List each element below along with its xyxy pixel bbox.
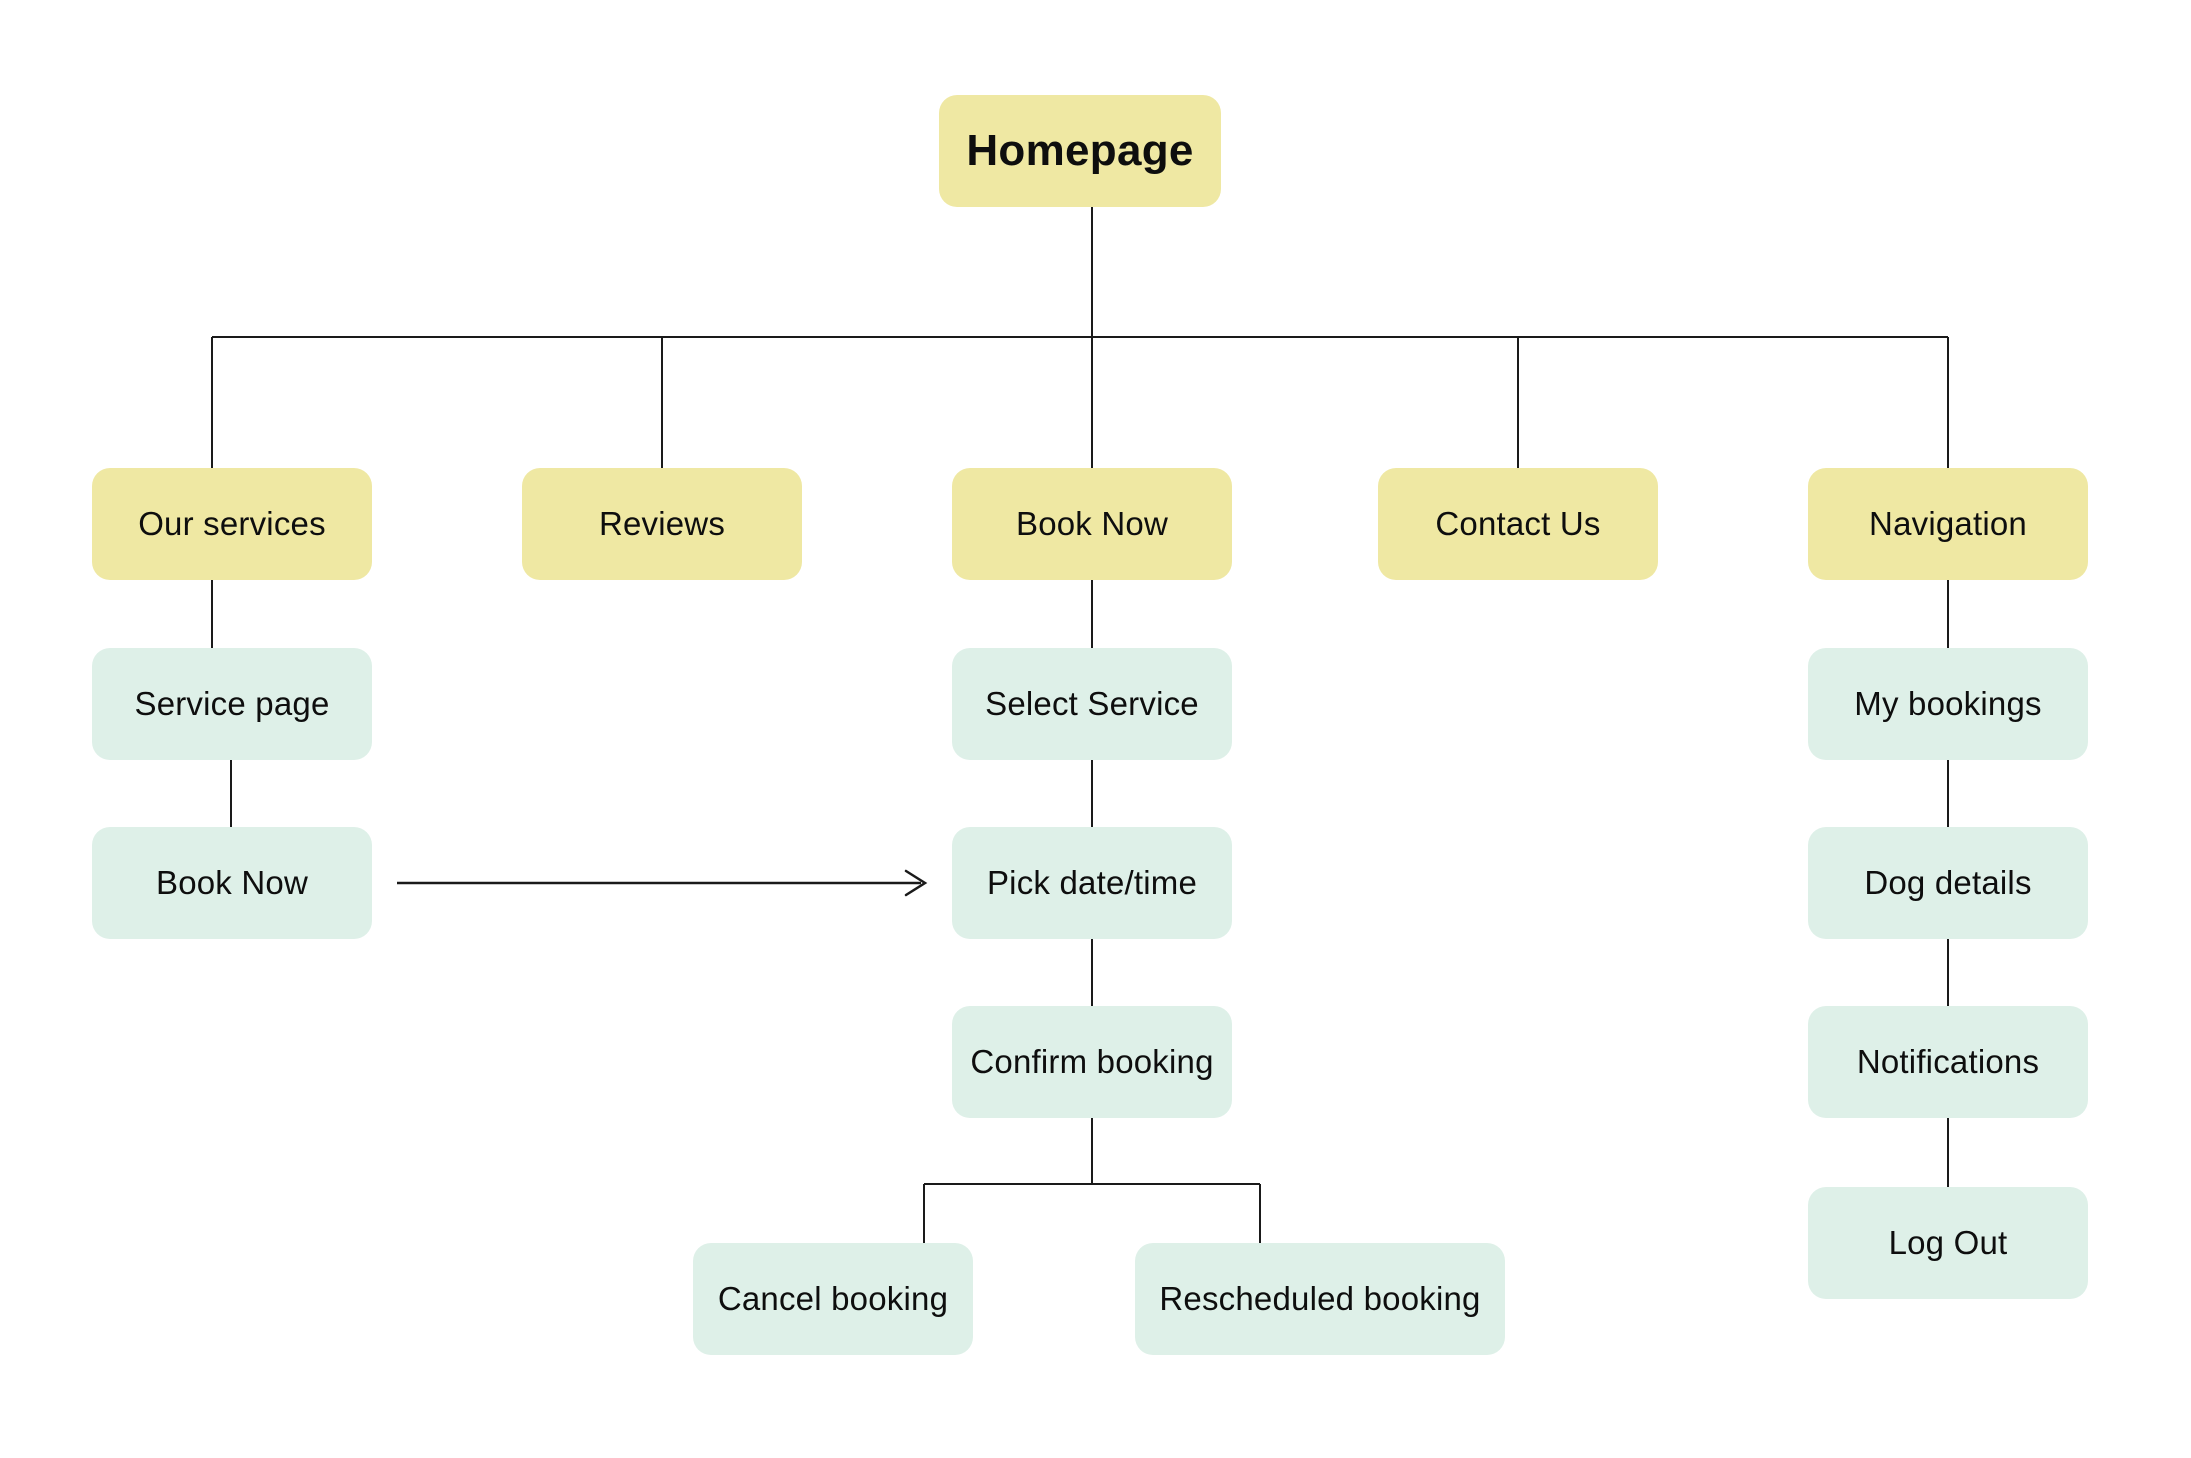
node-book-now-label: Book Now bbox=[1015, 504, 1168, 542]
arrow-book-now-to-pick-date-head bbox=[904, 869, 928, 897]
node-dog-details-label: Dog details bbox=[1864, 863, 2032, 901]
node-book-now[interactable]: Book Now bbox=[952, 468, 1232, 580]
node-rescheduled-booking[interactable]: Rescheduled booking bbox=[1135, 1243, 1505, 1355]
node-service-page[interactable]: Service page bbox=[92, 648, 372, 760]
node-our-services-label: Our services bbox=[138, 504, 326, 542]
node-notifications-label: Notifications bbox=[1856, 1042, 2040, 1080]
node-cancel-booking-label: Cancel booking bbox=[717, 1279, 949, 1317]
node-notifications[interactable]: Notifications bbox=[1808, 1006, 2088, 1118]
node-log-out[interactable]: Log Out bbox=[1808, 1187, 2088, 1299]
node-confirm-booking[interactable]: Confirm booking bbox=[952, 1006, 1232, 1118]
node-our-services[interactable]: Our services bbox=[92, 468, 372, 580]
node-service-page-label: Service page bbox=[134, 684, 330, 722]
node-homepage[interactable]: Homepage bbox=[939, 95, 1221, 207]
node-contact-us[interactable]: Contact Us bbox=[1378, 468, 1658, 580]
node-reviews-label: Reviews bbox=[598, 504, 726, 542]
node-navigation[interactable]: Navigation bbox=[1808, 468, 2088, 580]
node-navigation-label: Navigation bbox=[1869, 504, 2027, 542]
node-my-bookings-label: My bookings bbox=[1854, 684, 2042, 722]
node-pick-date-time[interactable]: Pick date/time bbox=[952, 827, 1232, 939]
node-confirm-booking-label: Confirm booking bbox=[970, 1042, 1214, 1080]
node-my-bookings[interactable]: My bookings bbox=[1808, 648, 2088, 760]
node-reviews[interactable]: Reviews bbox=[522, 468, 802, 580]
node-cancel-booking[interactable]: Cancel booking bbox=[693, 1243, 973, 1355]
node-log-out-label: Log Out bbox=[1888, 1223, 2008, 1261]
node-rescheduled-booking-label: Rescheduled booking bbox=[1159, 1279, 1481, 1317]
node-select-service[interactable]: Select Service bbox=[952, 648, 1232, 760]
node-book-now-sub[interactable]: Book Now bbox=[92, 827, 372, 939]
node-pick-date-time-label: Pick date/time bbox=[986, 863, 1198, 901]
node-select-service-label: Select Service bbox=[985, 684, 1199, 722]
node-homepage-label: Homepage bbox=[966, 125, 1194, 175]
node-book-now-sub-label: Book Now bbox=[155, 863, 308, 901]
node-contact-us-label: Contact Us bbox=[1435, 504, 1601, 542]
node-dog-details[interactable]: Dog details bbox=[1808, 827, 2088, 939]
